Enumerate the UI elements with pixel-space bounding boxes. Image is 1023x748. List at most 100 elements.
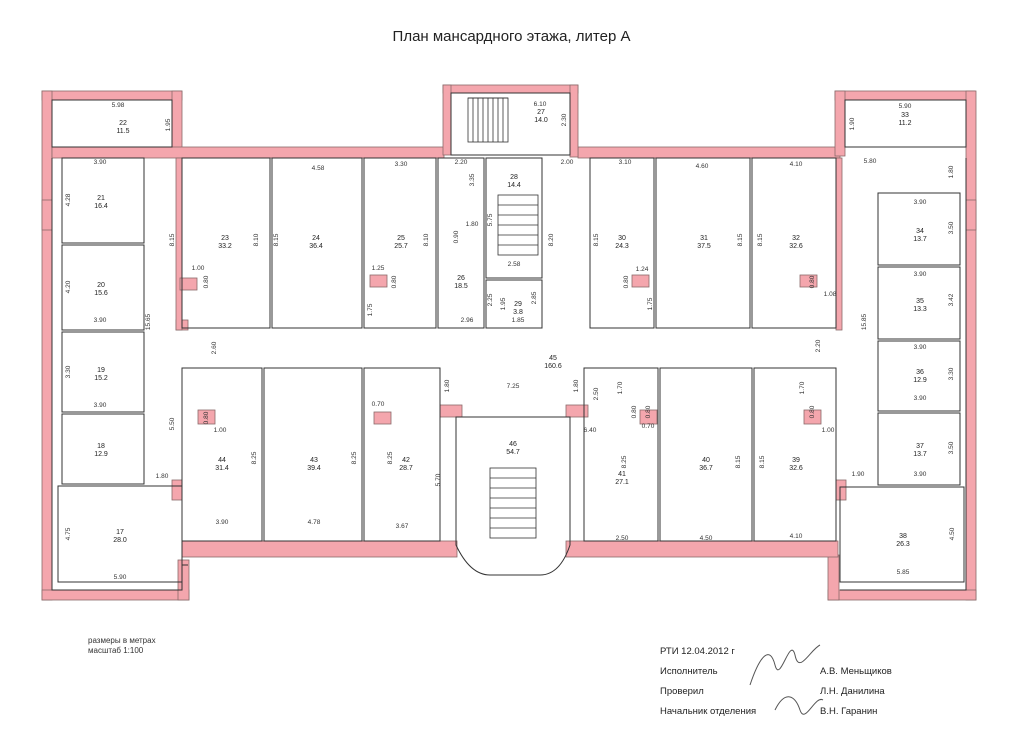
dimension-label: 3.90 xyxy=(914,344,927,351)
room-number: 39 xyxy=(792,457,800,464)
room-area: 13.7 xyxy=(913,236,927,243)
room-area: 3.8 xyxy=(513,309,523,316)
room-number: 22 xyxy=(119,120,127,127)
dimension-label: 3.90 xyxy=(94,159,107,166)
room-area: 11.5 xyxy=(116,128,129,135)
room-area: 31.4 xyxy=(215,465,229,472)
dimension-label: 8.25 xyxy=(251,451,258,464)
room-area: 39.4 xyxy=(307,465,321,472)
room-area: 15.6 xyxy=(94,290,108,297)
dimension-label: 0.90 xyxy=(453,230,460,243)
dimension-label: 2.60 xyxy=(211,341,218,354)
dimension-label: 2.25 xyxy=(487,293,494,306)
dimension-label: 3.50 xyxy=(948,221,955,234)
dimension-label: 5.70 xyxy=(435,473,442,486)
signature-marks xyxy=(749,644,824,715)
dimension-label: 3.90 xyxy=(914,395,927,402)
room-number: 31 xyxy=(700,235,708,242)
room-number: 29 xyxy=(514,301,522,308)
room-number: 44 xyxy=(218,457,226,464)
dimension-label: 2.20 xyxy=(455,159,468,166)
head-label: Начальник отделения xyxy=(660,706,757,717)
room-number: 38 xyxy=(899,533,907,540)
room-number: 41 xyxy=(618,471,626,478)
dimension-label: 8.20 xyxy=(548,233,555,246)
units-note: размеры в метрах xyxy=(88,636,156,645)
dimension-label: 1.08 xyxy=(824,291,837,298)
checked-name: Л.Н. Данилина xyxy=(820,686,885,697)
dimension-label: 1.95 xyxy=(500,297,507,310)
room-number: 23 xyxy=(221,235,229,242)
room-area: 54.7 xyxy=(506,449,520,456)
room-number: 35 xyxy=(916,298,924,305)
room-area: 36.4 xyxy=(309,243,323,250)
dimension-label: 1.00 xyxy=(192,265,205,272)
dimension-label: 0.80 xyxy=(809,405,816,418)
room-number: 46 xyxy=(509,441,517,448)
dimension-label: 2.50 xyxy=(593,387,600,400)
dimension-label: 3.90 xyxy=(216,519,229,526)
dimension-label: 2.20 xyxy=(815,339,822,352)
room-area: 36.7 xyxy=(699,465,713,472)
dimension-label: 3.35 xyxy=(469,173,476,186)
dimension-label: 8.15 xyxy=(273,233,280,246)
dimension-label: 8.15 xyxy=(757,233,764,246)
room-number: 43 xyxy=(310,457,318,464)
dimension-label: 4.50 xyxy=(949,527,956,540)
stairs xyxy=(467,97,539,539)
dimension-label: 3.50 xyxy=(948,441,955,454)
room-area: 12.9 xyxy=(94,451,108,458)
dimension-label: 4.20 xyxy=(65,280,72,293)
dimension-label: 4.75 xyxy=(65,527,72,540)
dimension-label: 3.90 xyxy=(94,317,107,324)
dimension-label: 3.30 xyxy=(948,367,955,380)
room-area: 24.3 xyxy=(615,243,629,250)
room-number: 20 xyxy=(97,282,105,289)
dimension-label: 3.90 xyxy=(914,271,927,278)
room-area: 32.6 xyxy=(789,465,803,472)
dimension-label: 2.00 xyxy=(561,159,574,166)
dimension-label: 1.90 xyxy=(852,471,865,478)
dimension-label: 5.90 xyxy=(899,103,912,110)
scale-note: масштаб 1:100 xyxy=(88,646,144,655)
dimension-label: 1.70 xyxy=(799,381,806,394)
dimension-label: 1.70 xyxy=(617,381,624,394)
room-area: 14.4 xyxy=(507,182,521,189)
room-number: 36 xyxy=(916,369,924,376)
room-area: 33.2 xyxy=(218,243,232,250)
room-area: 12.9 xyxy=(913,377,927,384)
room-number: 18 xyxy=(97,443,105,450)
dimension-label: 3.90 xyxy=(914,471,927,478)
dimension-label: 3.30 xyxy=(65,365,72,378)
room-number: 19 xyxy=(97,367,105,374)
room-number: 40 xyxy=(702,457,710,464)
dimension-label: 0.80 xyxy=(645,405,652,418)
dimension-label: 2.85 xyxy=(531,291,538,304)
dimension-label: 0.80 xyxy=(203,275,210,288)
dimension-label: 3.90 xyxy=(94,402,107,409)
dimension-label: 5.98 xyxy=(112,102,125,109)
dimension-label: 2.50 xyxy=(616,535,629,542)
room-area: 11.2 xyxy=(898,120,911,127)
dimension-label: 1.75 xyxy=(367,303,374,316)
room-area: 28.0 xyxy=(113,537,127,544)
room-area: 18.5 xyxy=(454,283,468,290)
room-number: 17 xyxy=(116,529,124,536)
dimension-labels: 5.981.956.102.305.901.903.904.284.583.30… xyxy=(65,101,956,581)
room-number: 37 xyxy=(916,443,924,450)
room-area: 15.2 xyxy=(94,375,108,382)
dimension-label: 5.85 xyxy=(897,569,910,576)
dimension-label: 0.80 xyxy=(391,275,398,288)
room-number: 30 xyxy=(618,235,626,242)
room-number: 34 xyxy=(916,228,924,235)
dimension-label: 8.25 xyxy=(621,455,628,468)
room-number: 24 xyxy=(312,235,320,242)
dimension-label: 8.15 xyxy=(759,455,766,468)
executor-name: А.В. Меньщиков xyxy=(820,666,892,677)
dimension-label: 1.80 xyxy=(156,473,169,480)
room-number: 32 xyxy=(792,235,800,242)
dimension-label: 8.15 xyxy=(169,233,176,246)
dimension-label: 4.28 xyxy=(65,193,72,206)
room-area: 14.0 xyxy=(534,117,548,124)
dimension-label: 1.24 xyxy=(636,266,649,273)
